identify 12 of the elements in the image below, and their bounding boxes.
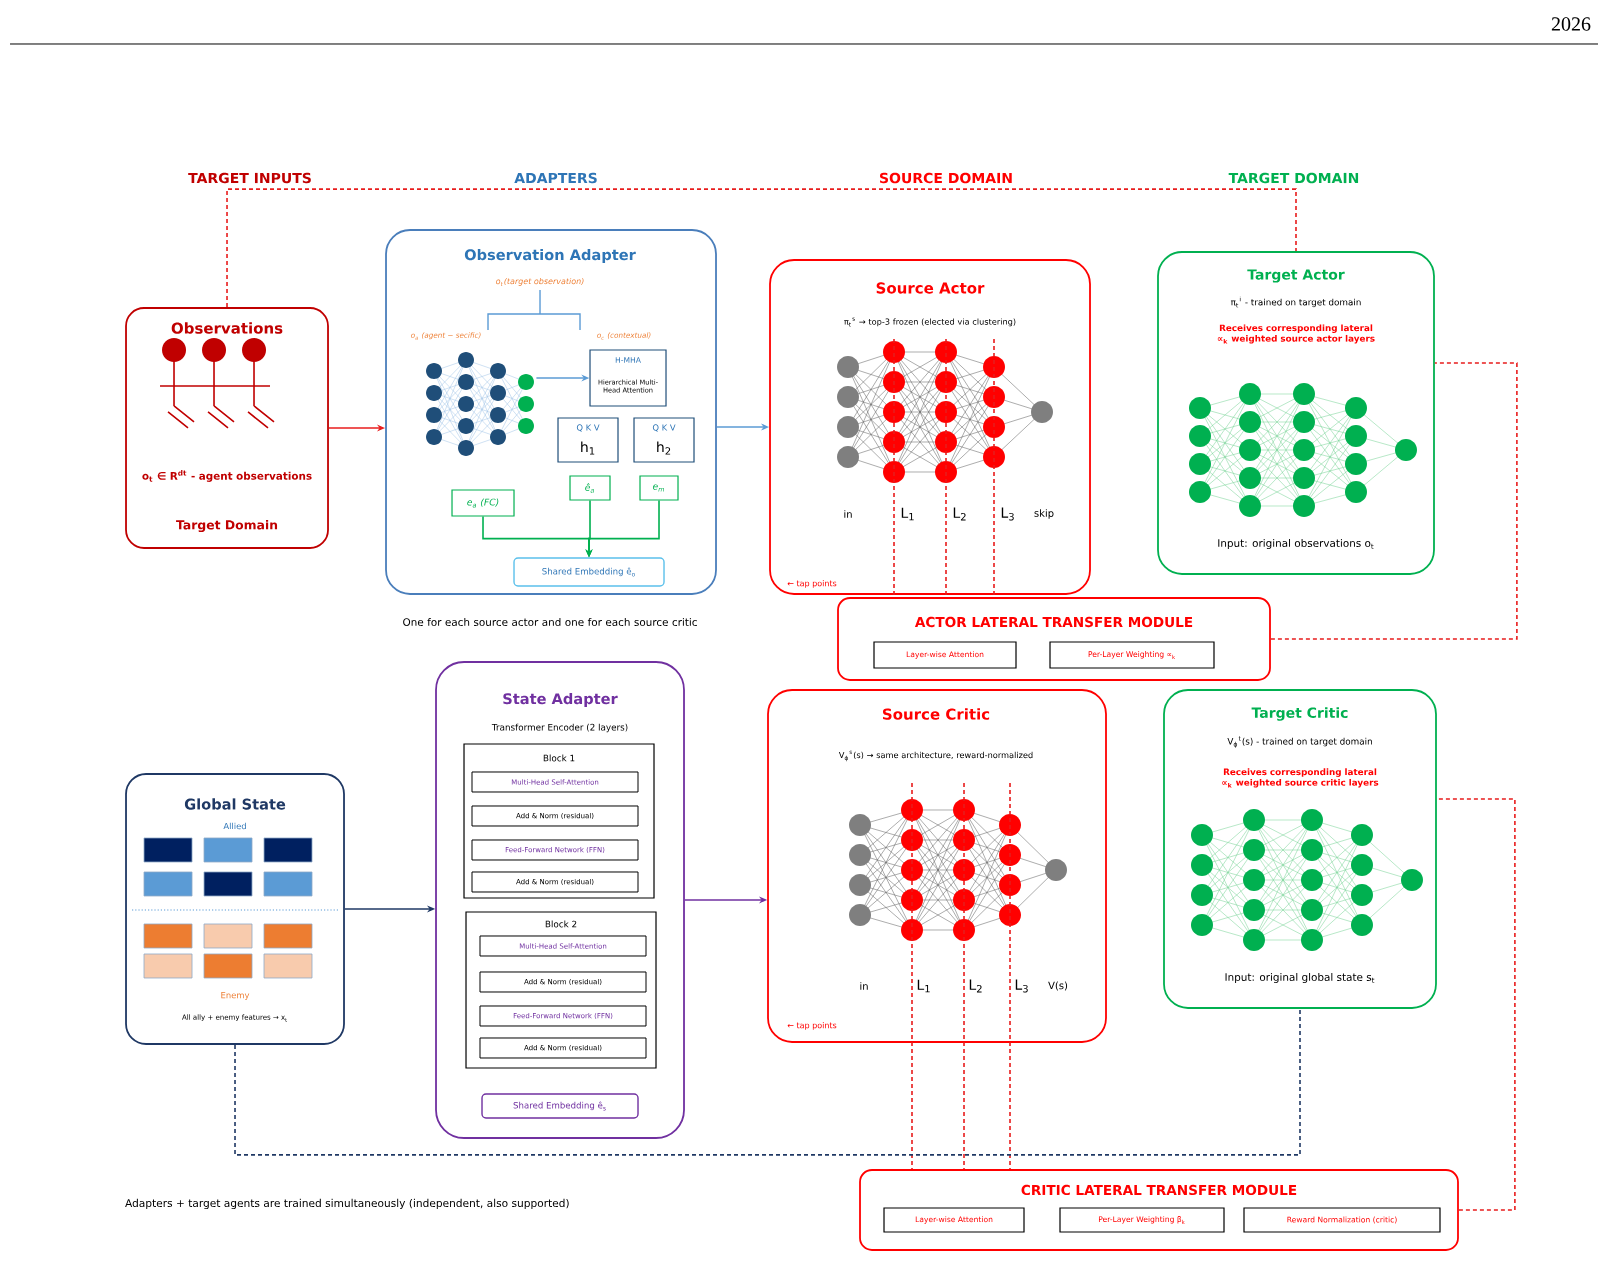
page-number: 2026 [1551, 17, 1591, 31]
connector-line [226, 188, 1297, 308]
connector-line [945, 338, 947, 598]
neural-network-drawing [426, 352, 534, 456]
connector-line [1436, 798, 1516, 1211]
connector-line [234, 1008, 1301, 1156]
connector-line [893, 338, 895, 598]
connector-line [1009, 782, 1011, 1170]
connector-line [993, 338, 995, 598]
connector-line [1270, 362, 1518, 640]
connector-line [911, 782, 913, 1170]
connector-line [963, 782, 965, 1170]
